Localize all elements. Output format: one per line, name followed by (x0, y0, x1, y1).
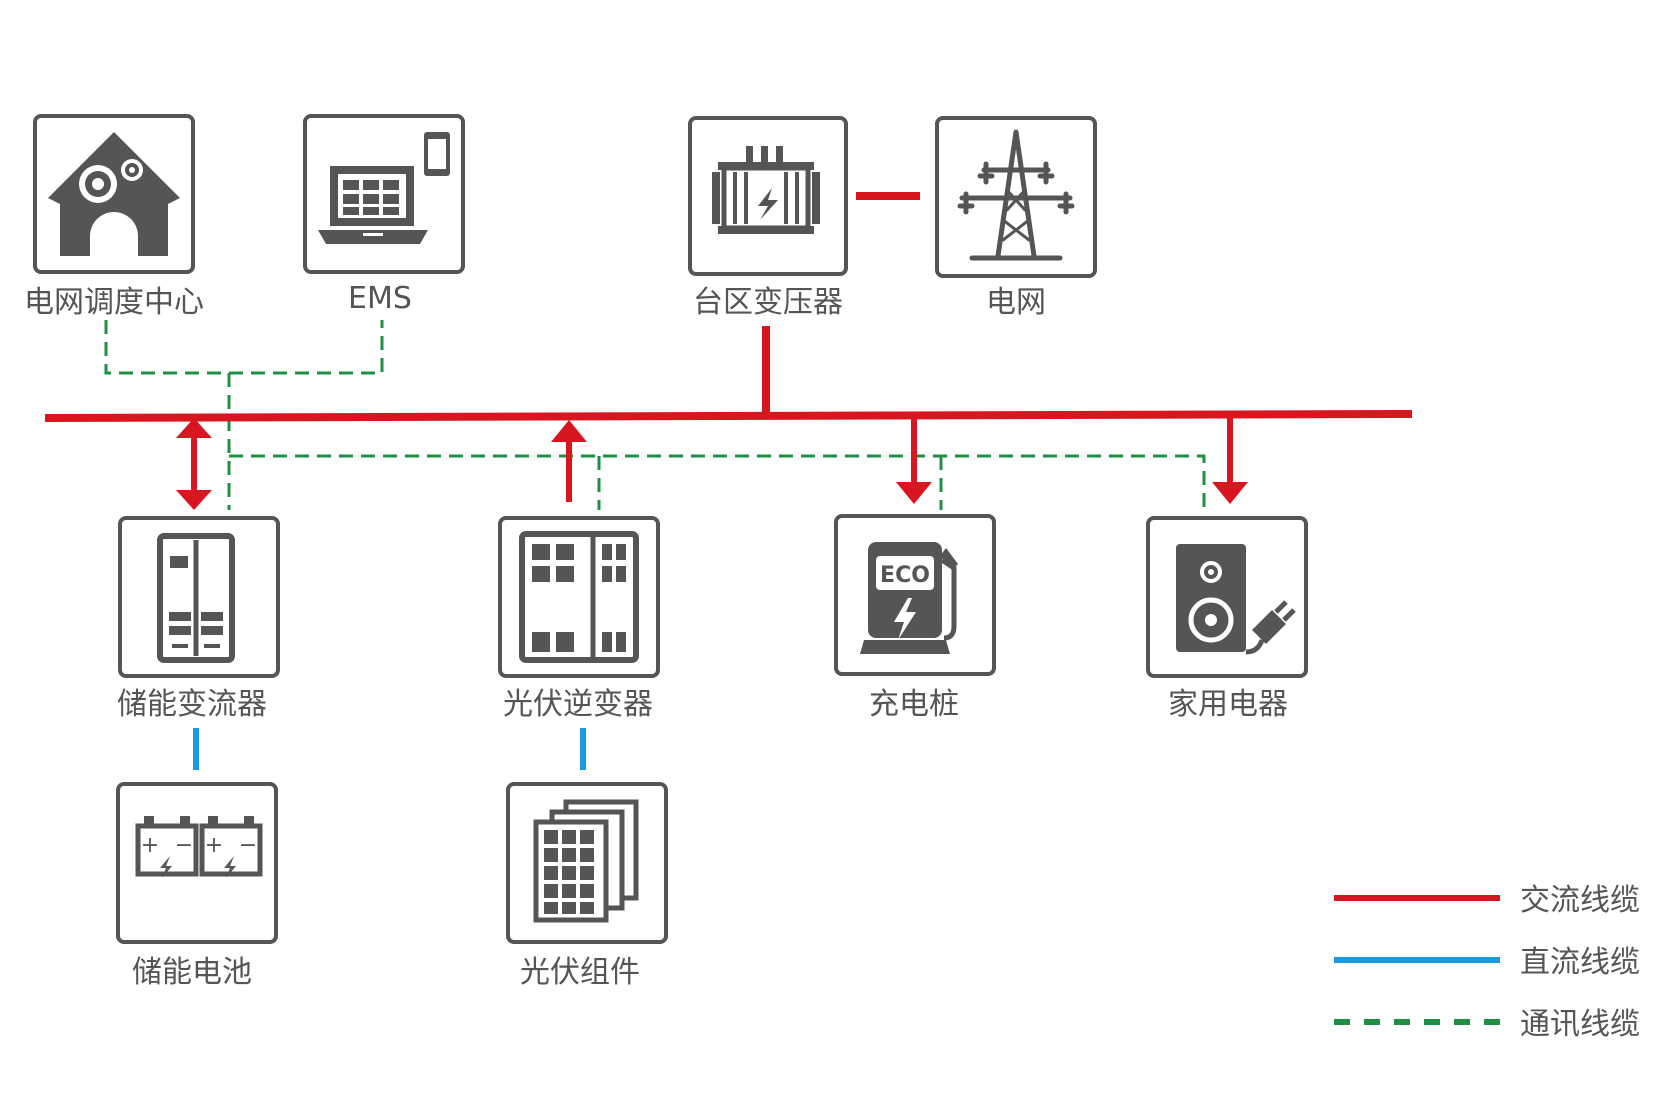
pcs-label: 储能变流器 (117, 687, 267, 722)
svg-text:−: − (175, 833, 193, 858)
legend-label-ac: 交流线缆 (1520, 883, 1640, 918)
dc-lines (193, 728, 586, 770)
legend: 交流线缆 直流线缆 通讯线缆 (1334, 883, 1640, 1042)
pv-module-label: 光伏组件 (520, 955, 640, 990)
arrow-appliance-down (1212, 418, 1248, 504)
power-tower-icon (957, 129, 1075, 261)
legend-label-dc: 直流线缆 (1520, 945, 1640, 980)
charging-station-icon: ECO (860, 542, 958, 654)
appliance-label: 家用电器 (1168, 687, 1288, 722)
arrow-pcs-bidirectional (176, 418, 212, 510)
solar-panel-icon (533, 799, 639, 923)
svg-text:−: − (239, 833, 257, 858)
battery-label: 储能电池 (132, 955, 252, 990)
dispatch-label: 电网调度中心 (24, 285, 204, 320)
comm-lines (104, 320, 1206, 510)
transformer-icon (712, 146, 820, 234)
ac-bus (44, 410, 1413, 422)
laptop-phone-icon (318, 132, 450, 244)
legend-label-comm: 通讯线缆 (1520, 1007, 1640, 1042)
pcs-box[interactable] (118, 516, 280, 678)
svg-text:+: + (141, 833, 159, 858)
legend-item-dc: 直流线缆 (1334, 945, 1640, 980)
pv-inverter-label: 光伏逆变器 (503, 687, 653, 722)
charger-label: 充电桩 (869, 687, 959, 722)
arrow-charger-down (896, 418, 932, 504)
legend-item-ac: 交流线缆 (1334, 883, 1640, 918)
ac-arrows (176, 418, 1248, 510)
inverter-icon (519, 531, 639, 663)
cabinet-icon (157, 533, 235, 663)
house-gears-icon (48, 132, 180, 256)
battery-icon: + − + − (135, 816, 263, 878)
comm-line-dispatch-ems (104, 320, 384, 375)
grid-label: 电网 (986, 285, 1046, 320)
charger-eco-badge: ECO (880, 563, 930, 588)
arrow-pv-inverter-up (551, 420, 587, 502)
ems-label: EMS (348, 281, 412, 316)
ac-lines (44, 192, 1413, 422)
legend-item-comm: 通讯线缆 (1334, 1007, 1640, 1042)
svg-text:+: + (205, 833, 223, 858)
comm-line-branch (229, 454, 1206, 510)
transformer-label: 台区变压器 (693, 285, 843, 320)
speaker-plug-icon (1176, 544, 1296, 655)
